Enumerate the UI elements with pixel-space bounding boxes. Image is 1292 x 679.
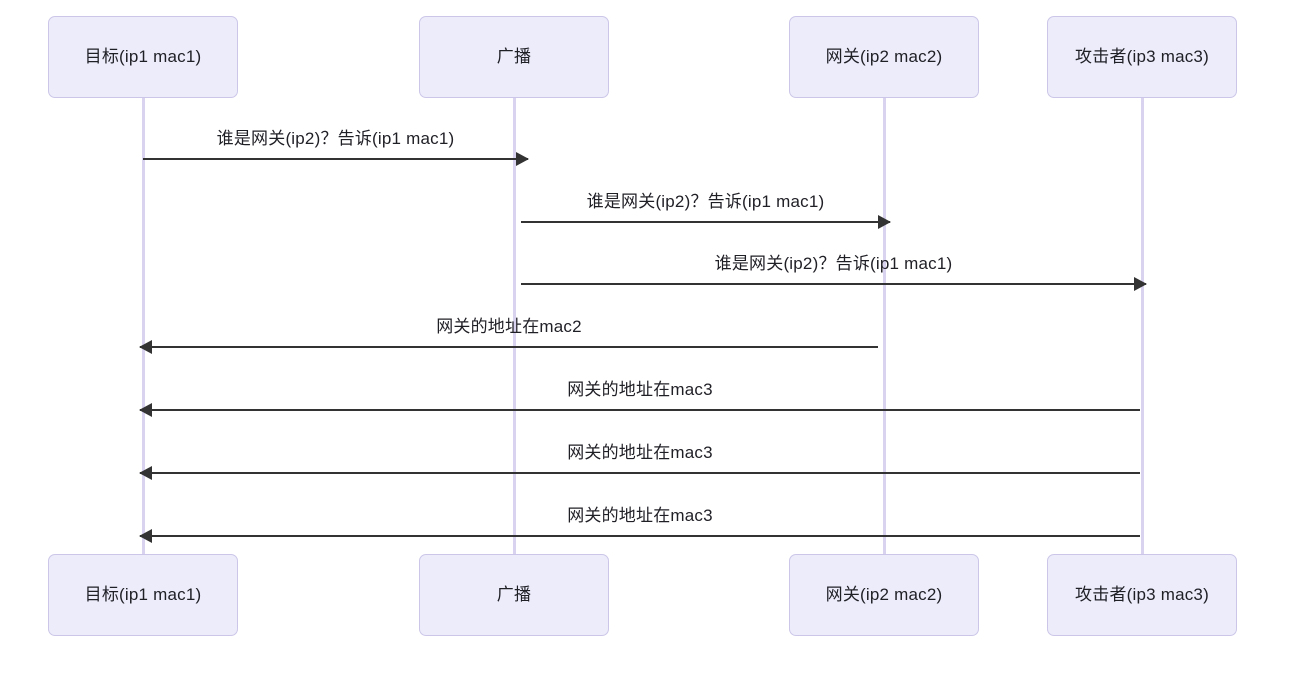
arrowhead-right-icon-1 — [516, 152, 529, 166]
message-label-6: 网关的地址在mac3 — [567, 443, 713, 462]
participant-box-gateway-top[interactable]: 网关(ip2 mac2) — [789, 16, 979, 98]
message-label-4: 网关的地址在mac2 — [436, 317, 582, 336]
participant-label-attacker: 攻击者(ip3 mac3) — [1075, 46, 1209, 66]
message-label-2: 谁是网关(ip2)？告诉(ip1 mac1) — [586, 192, 825, 211]
message-line-6 — [140, 472, 1140, 474]
participant-box-broadcast-bottom[interactable]: 广播 — [419, 554, 609, 636]
message-line-7 — [140, 535, 1140, 537]
message-line-1 — [143, 158, 528, 160]
arrowhead-left-icon-5 — [139, 403, 152, 417]
lifeline-gateway — [883, 98, 886, 554]
participant-box-broadcast-top[interactable]: 广播 — [419, 16, 609, 98]
arrowhead-left-icon-6 — [139, 466, 152, 480]
lifeline-attacker — [1141, 98, 1144, 554]
participant-label-target-bottom: 目标(ip1 mac1) — [84, 584, 202, 604]
lifeline-broadcast — [513, 98, 516, 554]
message-line-5 — [140, 409, 1140, 411]
arrowhead-left-icon-7 — [139, 529, 152, 543]
participant-label-broadcast: 广播 — [496, 46, 532, 66]
participant-box-attacker-bottom[interactable]: 攻击者(ip3 mac3) — [1047, 554, 1237, 636]
message-line-3 — [521, 283, 1146, 285]
participant-box-target-bottom[interactable]: 目标(ip1 mac1) — [48, 554, 238, 636]
participant-label-attacker-bottom: 攻击者(ip3 mac3) — [1075, 584, 1209, 604]
message-line-2 — [521, 221, 890, 223]
message-label-1: 谁是网关(ip2)？告诉(ip1 mac1) — [216, 129, 455, 148]
message-label-7: 网关的地址在mac3 — [567, 506, 713, 525]
arrowhead-left-icon-4 — [139, 340, 152, 354]
participant-box-gateway-bottom[interactable]: 网关(ip2 mac2) — [789, 554, 979, 636]
participant-box-target-top[interactable]: 目标(ip1 mac1) — [48, 16, 238, 98]
arrowhead-right-icon-3 — [1134, 277, 1147, 291]
arrowhead-right-icon-2 — [878, 215, 891, 229]
participant-label-gateway: 网关(ip2 mac2) — [825, 46, 943, 66]
participant-label-broadcast-bottom: 广播 — [496, 584, 532, 604]
message-line-4 — [140, 346, 878, 348]
lifeline-target — [142, 98, 145, 554]
message-label-5: 网关的地址在mac3 — [567, 380, 713, 399]
message-label-3: 谁是网关(ip2)？告诉(ip1 mac1) — [714, 254, 953, 273]
participant-label-target: 目标(ip1 mac1) — [84, 46, 202, 66]
participant-box-attacker-top[interactable]: 攻击者(ip3 mac3) — [1047, 16, 1237, 98]
participant-label-gateway-bottom: 网关(ip2 mac2) — [825, 584, 943, 604]
